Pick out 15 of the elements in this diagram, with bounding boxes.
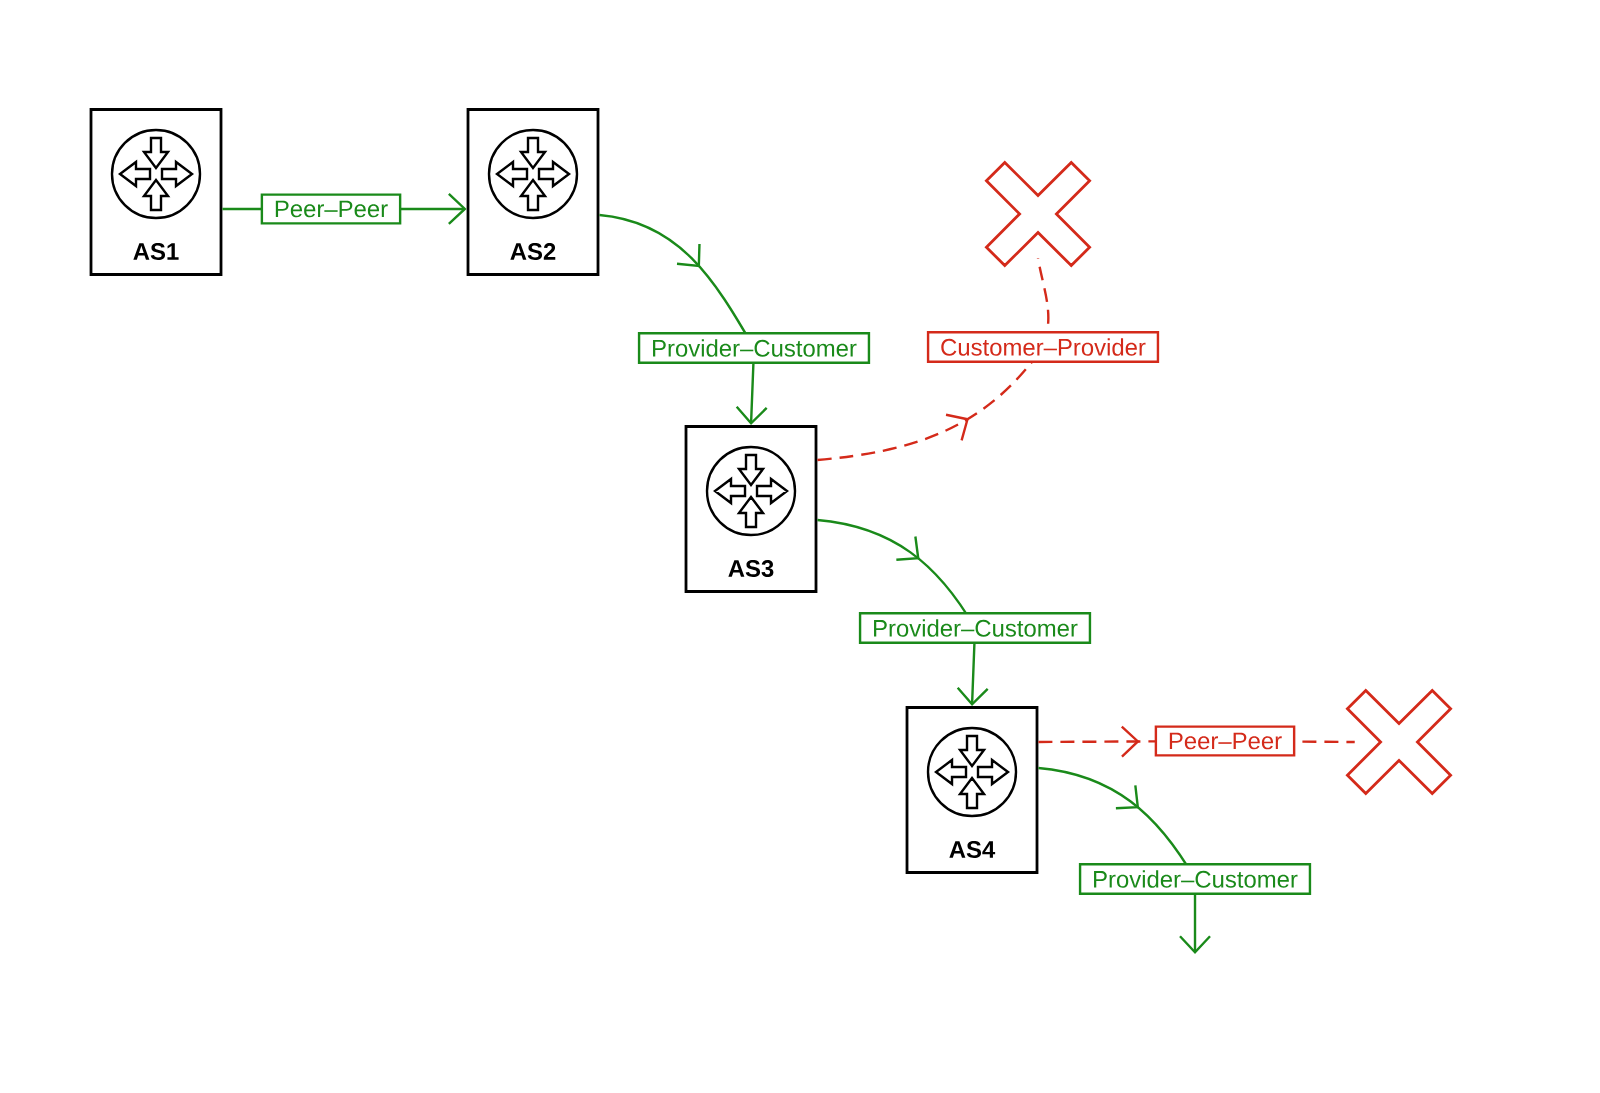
cross-mark <box>1345 688 1453 796</box>
edge-label: Provider–Customer <box>637 332 871 364</box>
edge-label: Customer–Provider <box>926 331 1160 363</box>
router-box: AS3 <box>684 425 818 593</box>
arrow <box>599 213 768 426</box>
router-box: AS2 <box>466 108 600 276</box>
cross-mark <box>984 160 1092 268</box>
edge-label: Peer–Peer <box>260 193 402 225</box>
arrow <box>817 518 989 707</box>
router-box: AS4 <box>905 706 1039 874</box>
edge-label: Provider–Customer <box>1078 863 1312 895</box>
router-box: AS1 <box>89 108 223 276</box>
arrow <box>1038 766 1211 954</box>
edge-label: Provider–Customer <box>858 612 1092 644</box>
edge-label: Peer–Peer <box>1154 725 1296 757</box>
